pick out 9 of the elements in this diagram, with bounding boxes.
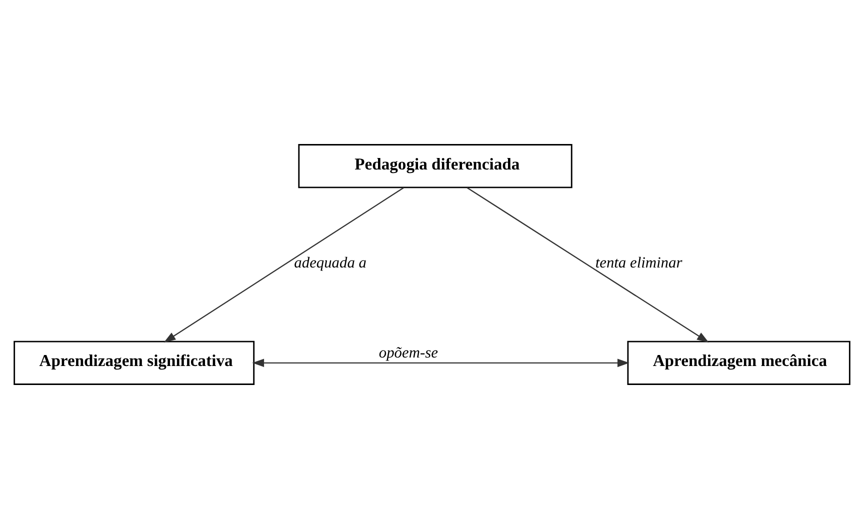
- node-box: Pedagogia diferenciada: [298, 144, 572, 188]
- arrow: [252, 358, 630, 368]
- edge-label: tenta eliminar: [595, 254, 682, 272]
- node-box: Aprendizagem mecânica: [627, 340, 850, 385]
- node-box: Aprendizagem significativa: [14, 340, 255, 385]
- edge-label: opõem-se: [378, 344, 438, 362]
- arrow: [164, 187, 404, 343]
- arrow: [466, 187, 709, 343]
- edge-label: adequada a: [294, 254, 366, 272]
